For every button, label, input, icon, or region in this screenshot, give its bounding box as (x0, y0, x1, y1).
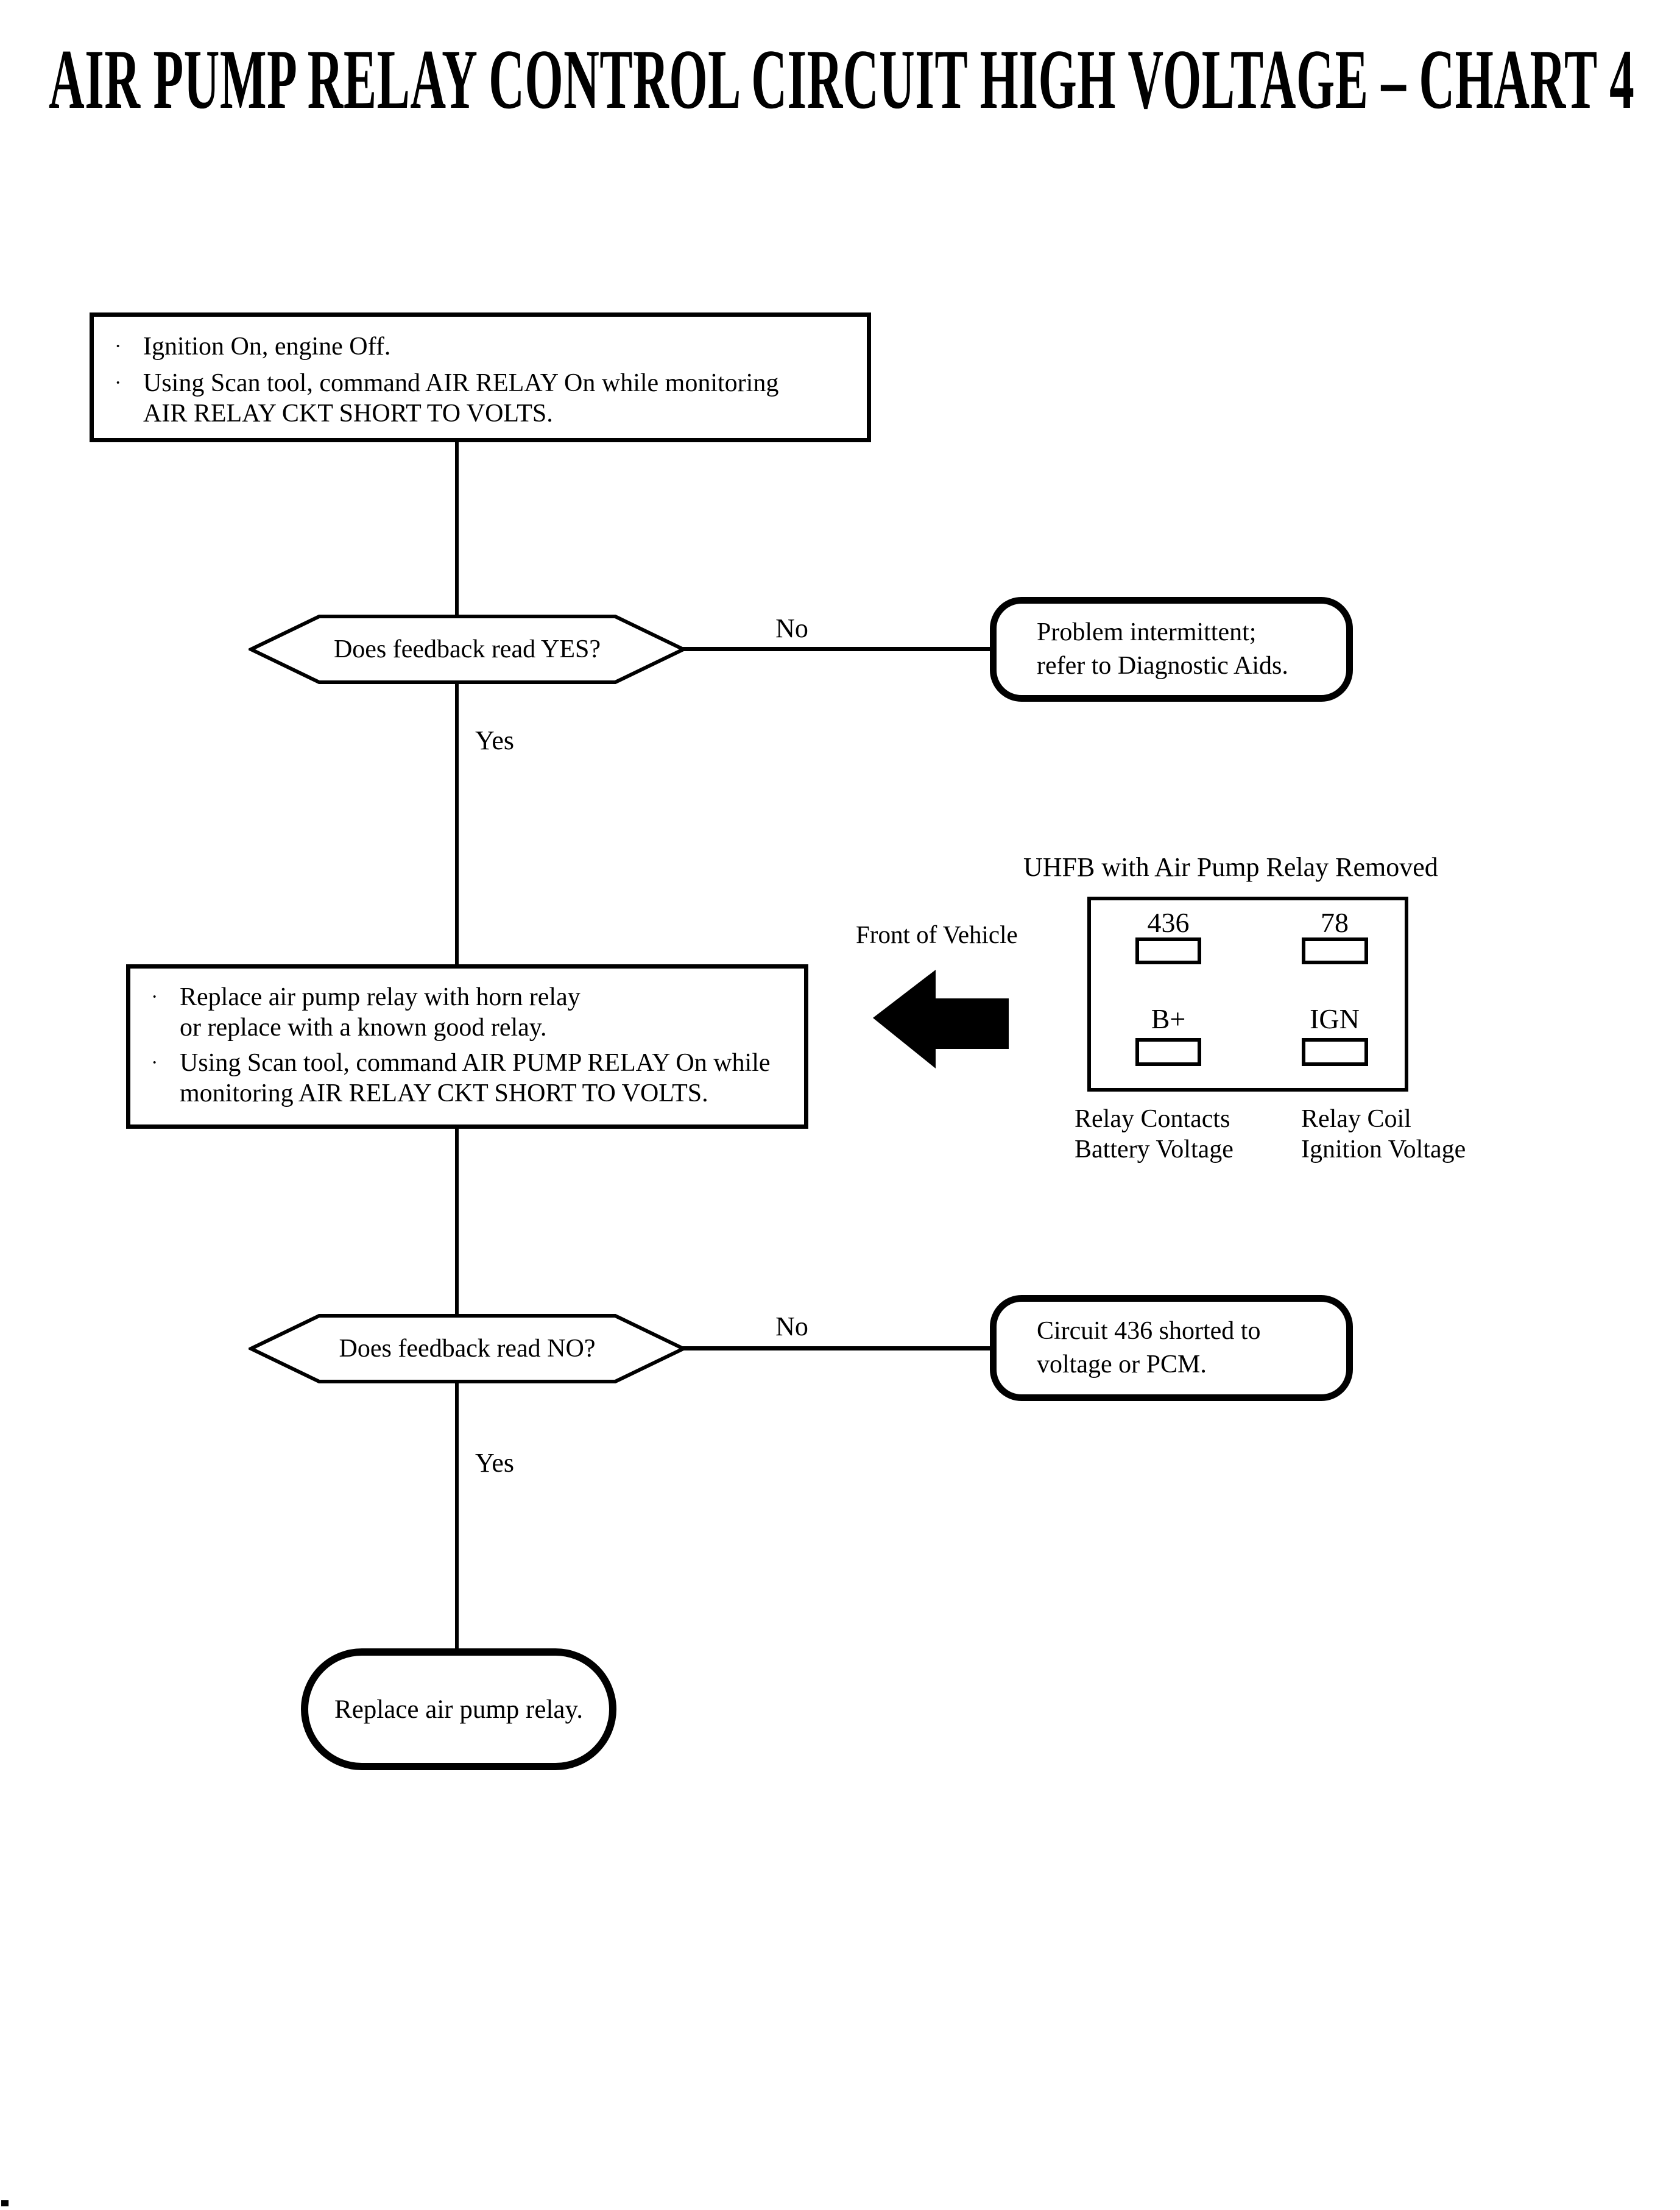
result2-line1: Circuit 436 shorted to (1037, 1317, 1261, 1345)
result1-line1: Problem intermittent; (1037, 618, 1257, 646)
bullet-item: · Using Scan tool, command AIR RELAY On … (115, 368, 855, 429)
page-title: AIR PUMP RELAY CONTROL CIRCUIT HIGH VOLT… (49, 32, 1635, 127)
step-box-replace-relay: · Replace air pump relay with horn relay… (126, 964, 808, 1129)
step2-bullet1-line1: Replace air pump relay with horn relay (180, 983, 581, 1011)
pin-cavity-78 (1302, 937, 1368, 964)
pin-cavity-436 (1135, 937, 1201, 964)
arrow-left-icon (873, 970, 1009, 1068)
terminal-replace-air-pump-relay: Replace air pump relay. (301, 1648, 616, 1770)
bullet-dot: · (115, 372, 122, 394)
decision-feedback-no: Does feedback read NO? (249, 1313, 686, 1384)
bullet-dot: · (151, 986, 158, 1008)
decision-feedback-yes: Does feedback read YES? (249, 614, 686, 685)
connector-horizontal-1 (682, 647, 992, 651)
branch-label-no-2: No (775, 1312, 808, 1341)
caption-left-line1: Relay Contacts (1075, 1105, 1230, 1133)
pin-label-436: 436 (1147, 907, 1190, 938)
result2-line2: voltage or PCM. (1037, 1350, 1207, 1379)
pin-label-ign: IGN (1310, 1003, 1360, 1034)
step1-bullet2-line2: AIR RELAY CKT SHORT TO VOLTS. (143, 400, 553, 428)
step-box-start-conditions: · Ignition On, engine Off. · Using Scan … (90, 312, 871, 442)
pin-label-78: 78 (1321, 907, 1349, 938)
pin-cavity-ign (1302, 1038, 1368, 1066)
bullet-item: · Ignition On, engine Off. (115, 331, 855, 362)
connector-vertical-3 (455, 1127, 459, 1316)
connector-horizontal-2 (682, 1346, 992, 1350)
decision2-question: Does feedback read NO? (339, 1335, 596, 1363)
connector-vertical-2 (455, 683, 459, 966)
result-circuit-436-shorted: Circuit 436 shorted to voltage or PCM. (990, 1295, 1353, 1401)
page-corner-mark (1, 2200, 9, 2206)
decision1-question: Does feedback read YES? (333, 635, 601, 663)
connector-vertical-1 (455, 440, 459, 616)
step1-bullet2-line1: Using Scan tool, command AIR RELAY On wh… (143, 369, 779, 397)
caption-left-line2: Battery Voltage (1075, 1135, 1234, 1163)
bullet-dot: · (115, 335, 122, 358)
caption-right-line2: Ignition Voltage (1301, 1135, 1466, 1163)
branch-label-no-1: No (775, 613, 808, 643)
step2-bullet2-line1: Using Scan tool, command AIR PUMP RELAY … (180, 1049, 771, 1077)
pin-cavity-bplus (1135, 1038, 1201, 1066)
pin-label-bplus: B+ (1151, 1003, 1186, 1034)
connector-vertical-4 (455, 1382, 459, 1651)
result-problem-intermittent: Problem intermittent; refer to Diagnosti… (990, 597, 1353, 702)
step2-bullet2-line2: monitoring AIR RELAY CKT SHORT TO VOLTS. (180, 1079, 708, 1107)
caption-relay-coil: Relay Coil Ignition Voltage (1301, 1104, 1466, 1165)
bullet-dot: · (151, 1051, 158, 1074)
branch-label-yes-2: Yes (475, 1448, 515, 1478)
front-of-vehicle-label: Front of Vehicle (856, 920, 1018, 948)
bullet-item: · Using Scan tool, command AIR PUMP RELA… (151, 1048, 792, 1109)
bullet-item: · Replace air pump relay with horn relay… (151, 982, 792, 1043)
step1-bullet1-line1: Ignition On, engine Off. (143, 333, 391, 361)
final-label: Replace air pump relay. (334, 1695, 583, 1724)
step2-bullet1-line2: or replace with a known good relay. (180, 1014, 547, 1042)
caption-relay-contacts: Relay Contacts Battery Voltage (1075, 1104, 1234, 1165)
result1-line2: refer to Diagnostic Aids. (1037, 652, 1288, 680)
caption-right-line1: Relay Coil (1301, 1105, 1411, 1133)
branch-label-yes-1: Yes (475, 725, 515, 755)
uhfb-inset-title: UHFB with Air Pump Relay Removed (1023, 852, 1438, 882)
